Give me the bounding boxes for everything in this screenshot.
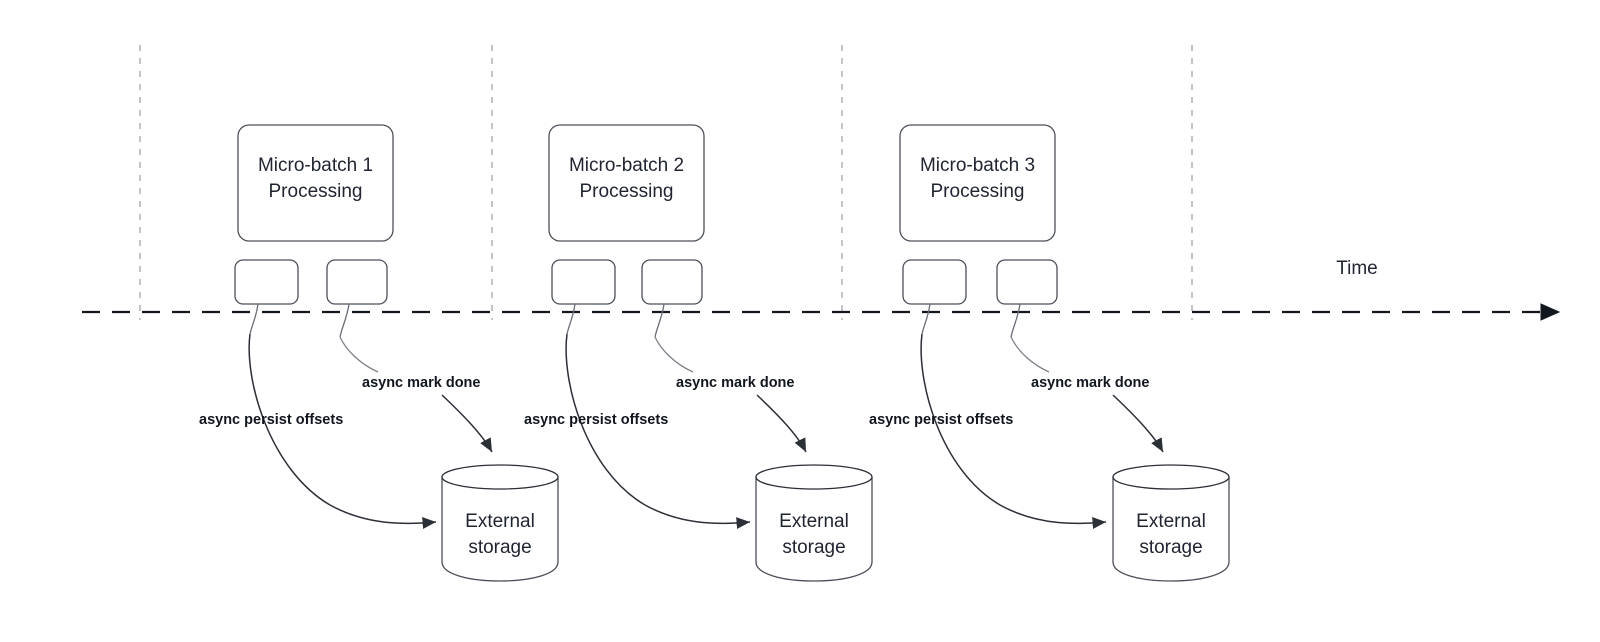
mark-done-task-box-2[interactable] <box>641 259 703 305</box>
async-persist-offsets-label-2: async persist offsets <box>524 412 668 428</box>
persist-stem-1 <box>249 303 259 335</box>
mark-done-arrow-1 <box>441 394 493 453</box>
mark-done-task-box-1[interactable] <box>326 259 388 305</box>
time-axis-label: Time <box>1336 258 1378 279</box>
mark-done-stem-3 <box>1010 303 1021 338</box>
micro-batch-1-title-line2: Processing <box>269 181 363 202</box>
async-persist-offsets-label-1: async persist offsets <box>199 412 343 428</box>
external-storage-cylinder-1[interactable]: External storage <box>441 464 559 582</box>
persist-offsets-arrow-3 <box>920 333 1107 530</box>
persist-offsets-arrow-2 <box>565 333 751 530</box>
external-storage-cylinder-3[interactable]: External storage <box>1112 464 1230 582</box>
external-storage-label-2-line1: External <box>779 511 849 532</box>
mark-done-task-box-3[interactable] <box>996 259 1058 305</box>
async-persist-offsets-label-3: async persist offsets <box>869 412 1013 428</box>
time-axis: Time <box>82 258 1561 321</box>
async-mark-done-label-3: async mark done <box>1031 375 1149 391</box>
micro-batch-1-box[interactable] <box>237 124 394 242</box>
async-mark-done-label-1: async mark done <box>362 375 480 391</box>
persist-offsets-task-box-2[interactable] <box>551 259 616 305</box>
mark-done-connector-2 <box>654 336 694 373</box>
micro-batch-group-1: Micro-batch 1 Processing External storag… <box>199 124 559 582</box>
external-storage-label-3-line1: External <box>1136 511 1206 532</box>
mark-done-connector-1 <box>339 336 379 373</box>
micro-batch-2-title-line2: Processing <box>580 181 674 202</box>
external-storage-label-1-line2: storage <box>468 537 531 558</box>
micro-batch-2-box[interactable] <box>548 124 705 242</box>
external-storage-label-3-line2: storage <box>1139 537 1202 558</box>
mark-done-arrow-3 <box>1112 394 1164 453</box>
mark-done-stem-2 <box>654 303 665 338</box>
micro-batch-3-title-line2: Processing <box>931 181 1025 202</box>
persist-offsets-task-box-3[interactable] <box>902 259 967 305</box>
async-mark-done-label-2: async mark done <box>676 375 794 391</box>
external-storage-label-1-line1: External <box>465 511 535 532</box>
mark-done-connector-3 <box>1010 336 1050 373</box>
persist-stem-3 <box>921 303 931 335</box>
micro-batch-1-title-line1: Micro-batch 1 <box>258 155 373 176</box>
mark-done-stem-1 <box>339 303 350 338</box>
external-storage-cylinder-2[interactable]: External storage <box>755 464 873 582</box>
persist-offsets-arrow-1 <box>248 333 437 530</box>
micro-batch-3-title-line1: Micro-batch 3 <box>920 155 1035 176</box>
persist-stem-2 <box>566 303 576 335</box>
persist-offsets-task-box-1[interactable] <box>234 259 299 305</box>
micro-batch-group-3: Micro-batch 3 Processing External storag… <box>869 124 1230 582</box>
micro-batch-2-title-line1: Micro-batch 2 <box>569 155 684 176</box>
micro-batch-group-2: Micro-batch 2 Processing External storag… <box>524 124 873 582</box>
external-storage-label-2-line2: storage <box>782 537 845 558</box>
micro-batch-3-box[interactable] <box>899 124 1056 242</box>
mark-done-arrow-2 <box>756 394 807 453</box>
